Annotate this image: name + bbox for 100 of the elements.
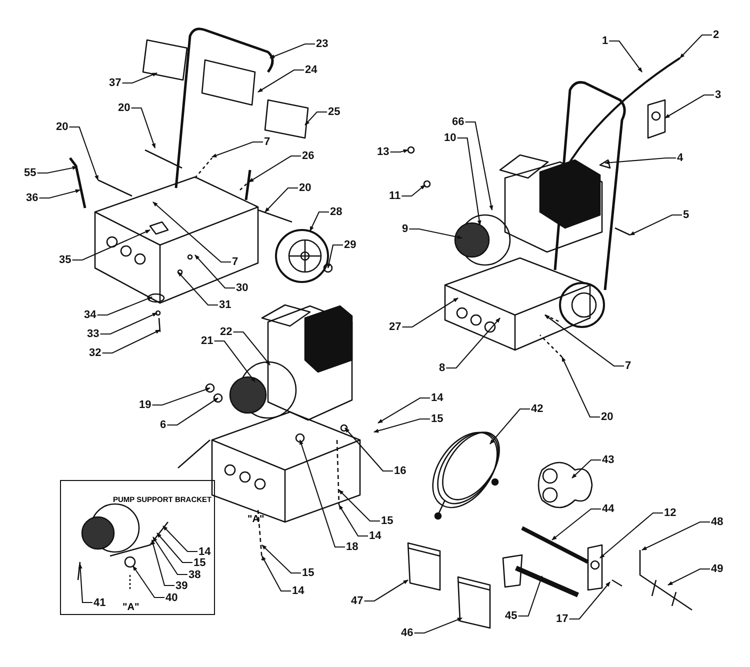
- leader-line: [338, 504, 368, 537]
- leader-line: [37, 166, 78, 174]
- callout-number: 7: [232, 256, 238, 268]
- leader-line: [299, 440, 345, 548]
- leader-line: [572, 459, 601, 478]
- leader-line: [78, 564, 92, 604]
- callout-number: 20: [56, 121, 68, 133]
- callout-number: 3: [715, 89, 722, 101]
- leader-line: [364, 580, 408, 602]
- leader-line: [214, 340, 256, 382]
- leader-line: [680, 34, 712, 58]
- view-marker: "A": [248, 514, 264, 524]
- callout-number: 29: [344, 239, 356, 251]
- leader-line: [465, 121, 494, 210]
- leader-line: [97, 296, 152, 316]
- leader-line: [552, 508, 601, 540]
- leader-line: [194, 254, 235, 289]
- view-marker: "A": [122, 602, 140, 612]
- callout-number: 9: [402, 223, 408, 235]
- callout-number: 4: [677, 152, 684, 164]
- leader-line: [457, 137, 482, 226]
- leader-line: [262, 544, 301, 574]
- leader-line: [100, 312, 158, 335]
- leader-line: [248, 155, 301, 182]
- callout-number: 44: [602, 503, 614, 515]
- callout-number: 2: [713, 29, 720, 41]
- callout-number: 5: [683, 209, 690, 221]
- leader-line: [446, 318, 500, 369]
- leader-line: [402, 184, 426, 197]
- callout-number: 49: [711, 563, 724, 575]
- callout-number: 14: [431, 392, 444, 404]
- callout-number: 39: [176, 580, 188, 592]
- leader-line: [409, 228, 462, 240]
- callout-number: 66: [452, 116, 464, 128]
- leader-line: [402, 298, 458, 328]
- callout-number: 13: [377, 146, 390, 158]
- leader-line: [374, 418, 430, 433]
- leader-line: [310, 211, 329, 232]
- leader-line: [233, 331, 270, 366]
- callout-number: 7: [625, 360, 632, 372]
- callout-number: 10: [444, 132, 456, 144]
- callout-number: 33: [87, 328, 100, 340]
- leader-line: [122, 72, 158, 84]
- callout-number: 8: [439, 362, 446, 374]
- callout-number: 15: [194, 556, 206, 568]
- callout-number: 34: [84, 309, 96, 321]
- callout-number: 25: [328, 106, 340, 118]
- leader-line: [132, 566, 164, 598]
- leader-line: [569, 582, 610, 620]
- callout-number: 23: [316, 38, 328, 50]
- callout-number: 20: [601, 411, 614, 423]
- callout-number: 43: [602, 454, 614, 466]
- inset-panel: [60, 480, 215, 615]
- callout-number: 24: [305, 64, 318, 76]
- callout-number: 12: [664, 507, 676, 519]
- callout-number: 14: [292, 585, 304, 597]
- callout-number: 30: [236, 282, 248, 294]
- leader-line: [630, 214, 682, 236]
- callout-number: 21: [201, 335, 214, 347]
- leader-line: [562, 356, 600, 418]
- callout-number: 46: [401, 627, 414, 639]
- callout-number: 11: [389, 190, 401, 202]
- callout-number: 32: [89, 347, 102, 359]
- leader-line: [600, 512, 663, 558]
- leader-line: [327, 244, 343, 268]
- leader-line: [39, 189, 80, 199]
- leader-line: [414, 617, 462, 634]
- leader-line: [72, 230, 150, 261]
- leader-line: [152, 387, 210, 406]
- leader-line: [338, 490, 380, 522]
- callout-number: 38: [188, 568, 201, 580]
- leader-line: [390, 149, 408, 154]
- callout-number: 45: [505, 610, 518, 622]
- callout-number: 26: [302, 150, 314, 162]
- leader-line: [378, 397, 430, 424]
- callout-number: 1: [602, 35, 608, 47]
- leader-line: [604, 157, 676, 165]
- leader-line: [152, 536, 188, 576]
- leader-line: [518, 576, 543, 617]
- leader-line: [544, 314, 624, 367]
- callout-number: 16: [394, 465, 406, 477]
- callout-number: 20: [118, 102, 130, 114]
- callout-number: 18: [346, 541, 358, 553]
- callout-number: 37: [109, 77, 122, 89]
- callout-number: 15: [302, 567, 314, 579]
- leader-line: [609, 40, 642, 72]
- callout-number: 20: [299, 182, 312, 194]
- callout-number: 48: [711, 516, 724, 528]
- callout-number: 42: [531, 403, 544, 415]
- leader-line: [178, 272, 218, 306]
- callout-number: 17: [556, 613, 568, 625]
- callout-number: 19: [139, 399, 152, 411]
- callout-number: 35: [59, 254, 72, 266]
- leader-line: [162, 526, 198, 552]
- callout-number: 7: [264, 136, 270, 148]
- callout-number: 40: [166, 592, 178, 604]
- leader-line: [642, 521, 710, 550]
- callout-number: 22: [220, 326, 232, 338]
- callout-number: 6: [160, 419, 166, 431]
- leader-line: [344, 428, 393, 472]
